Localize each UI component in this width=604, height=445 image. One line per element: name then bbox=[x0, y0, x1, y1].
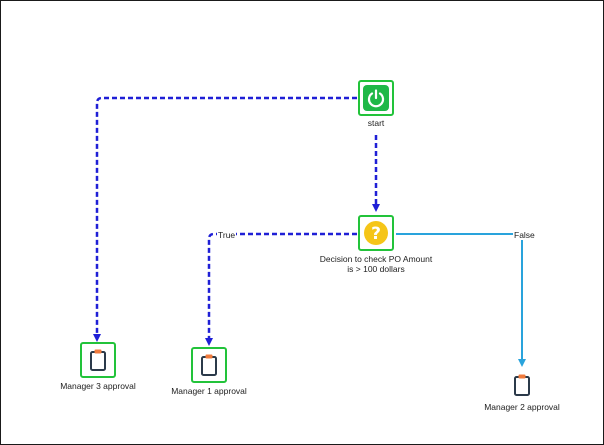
power-icon bbox=[363, 85, 389, 111]
decision-label-line1: Decision to check PO Amount bbox=[319, 254, 433, 264]
manager2-node-label: Manager 2 approval bbox=[484, 402, 560, 412]
decision-node[interactable]: ? bbox=[358, 215, 394, 251]
manager3-node[interactable] bbox=[80, 342, 116, 378]
clipboard-icon bbox=[201, 354, 217, 376]
clipboard-icon bbox=[90, 349, 106, 371]
manager1-node-label: Manager 1 approval bbox=[171, 386, 247, 396]
false-edge-label: False bbox=[513, 230, 536, 240]
decision-label-line2: is > 100 dollars bbox=[347, 264, 405, 274]
start-node-label: start bbox=[367, 118, 385, 128]
question-icon: ? bbox=[364, 221, 388, 245]
clipboard-icon bbox=[514, 374, 530, 396]
edge-start-to-manager3[interactable] bbox=[93, 96, 357, 342]
edge-decision-to-manager1[interactable] bbox=[205, 232, 357, 346]
manager2-node[interactable] bbox=[504, 367, 540, 403]
manager3-node-label: Manager 3 approval bbox=[60, 381, 136, 391]
true-edge-label: True bbox=[217, 230, 237, 240]
decision-node-label: Decision to check PO Amount is > 100 dol… bbox=[301, 254, 451, 274]
start-node[interactable] bbox=[358, 80, 394, 116]
svg-text:?: ? bbox=[371, 224, 381, 244]
manager1-node[interactable] bbox=[191, 347, 227, 383]
